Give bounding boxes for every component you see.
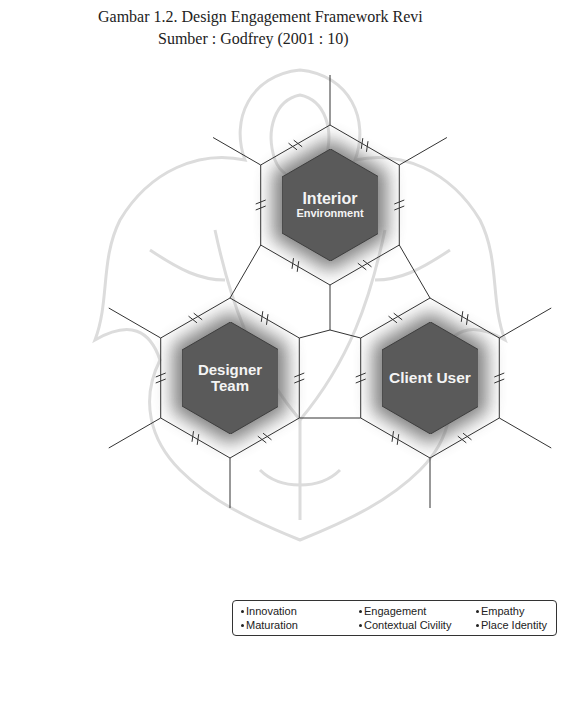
node-label: Designer Team xyxy=(182,362,279,394)
tick-mark xyxy=(494,373,504,377)
grid-line xyxy=(213,138,261,166)
tick-mark xyxy=(361,138,363,149)
tick-mark xyxy=(463,433,471,440)
grid-line xyxy=(299,330,330,338)
bullet-dot xyxy=(241,610,244,613)
watermark-emblem xyxy=(95,70,505,540)
framework-value: Maturation xyxy=(246,619,298,631)
grid-line xyxy=(330,75,331,125)
figure-source: Sumber : Godfrey (2001 : 10) xyxy=(158,30,349,48)
tick-mark xyxy=(389,316,397,323)
tick-mark xyxy=(392,431,394,442)
tick-mark xyxy=(397,434,399,445)
tick-mark xyxy=(458,436,466,443)
grid-line xyxy=(109,308,161,338)
tick-mark xyxy=(256,200,266,204)
legend-item: Innovation xyxy=(241,605,359,617)
node-label: Environment xyxy=(296,208,363,220)
tick-mark xyxy=(358,263,366,270)
framework-value: Empathy xyxy=(481,605,524,617)
grid-line xyxy=(399,245,430,298)
tick-mark xyxy=(366,141,368,152)
hex-outline xyxy=(161,298,300,458)
tick-mark xyxy=(256,206,266,210)
bullet-dot xyxy=(359,610,362,613)
tick-mark xyxy=(394,206,404,210)
tick-mark xyxy=(356,379,366,383)
grid-line xyxy=(330,330,361,338)
tick-mark xyxy=(356,373,366,377)
tick-mark xyxy=(461,311,463,322)
tick-mark xyxy=(394,200,404,204)
tick-mark xyxy=(466,314,468,325)
node-label: Client User xyxy=(389,370,471,386)
hex-outline xyxy=(361,298,500,458)
grid-line xyxy=(230,458,231,508)
grid-line xyxy=(499,308,551,338)
grid-line xyxy=(499,418,551,448)
tick-mark xyxy=(292,258,294,269)
hexagon-node: InteriorEnvironment xyxy=(282,149,379,261)
bullet-dot xyxy=(359,624,362,627)
tick-mark xyxy=(156,373,166,377)
tick-mark xyxy=(266,314,268,325)
grid-line xyxy=(230,245,261,298)
tick-mark xyxy=(156,379,166,383)
tick-mark xyxy=(294,373,304,377)
node-label: Interior xyxy=(302,191,357,208)
framework-value: Place Identity xyxy=(481,619,547,631)
legend-box: Innovation Engagement EmpathyMaturation Con… xyxy=(232,600,557,636)
legend-item: Engagement xyxy=(359,605,476,617)
hex-glow xyxy=(173,312,287,444)
tick-mark xyxy=(294,140,302,147)
tick-mark xyxy=(289,143,297,150)
hex-outline xyxy=(261,125,400,285)
tick-mark xyxy=(261,311,263,322)
tick-mark xyxy=(297,261,299,272)
hexagon-node: Client User xyxy=(382,322,479,434)
tick-mark xyxy=(194,313,202,320)
hexagon-node: Designer Team xyxy=(182,322,279,434)
grid-line xyxy=(299,418,360,419)
grid-line xyxy=(330,285,331,330)
hexagon-fill xyxy=(382,322,479,434)
tick-mark xyxy=(192,431,194,442)
hex-glow xyxy=(273,139,387,271)
tick-mark xyxy=(197,434,199,445)
framework-value: Innovation xyxy=(246,605,297,617)
tick-mark xyxy=(263,433,271,440)
tick-mark xyxy=(363,260,371,267)
hex-glow xyxy=(373,312,487,444)
grid-line xyxy=(399,138,447,166)
grid-line xyxy=(430,458,431,508)
legend-item: Contextual Civility xyxy=(359,619,476,631)
hexagon-fill xyxy=(182,322,279,434)
framework-value: Engagement xyxy=(364,605,426,617)
grid-line xyxy=(109,418,161,448)
tick-mark xyxy=(258,436,266,443)
legend-item: Maturation xyxy=(241,619,359,631)
figure-title: Gambar 1.2. Design Engagement Framework … xyxy=(98,8,423,26)
tick-mark xyxy=(294,379,304,383)
bullet-dot xyxy=(476,610,479,613)
bullet-dot xyxy=(241,624,244,627)
hexagon-fill xyxy=(282,149,379,261)
bullet-dot xyxy=(476,624,479,627)
tick-mark xyxy=(394,313,402,320)
legend-item: Empathy xyxy=(476,605,548,617)
tick-mark xyxy=(189,316,197,323)
legend-item: Place Identity xyxy=(476,619,548,631)
tick-mark xyxy=(494,379,504,383)
framework-value: Contextual Civility xyxy=(364,619,451,631)
